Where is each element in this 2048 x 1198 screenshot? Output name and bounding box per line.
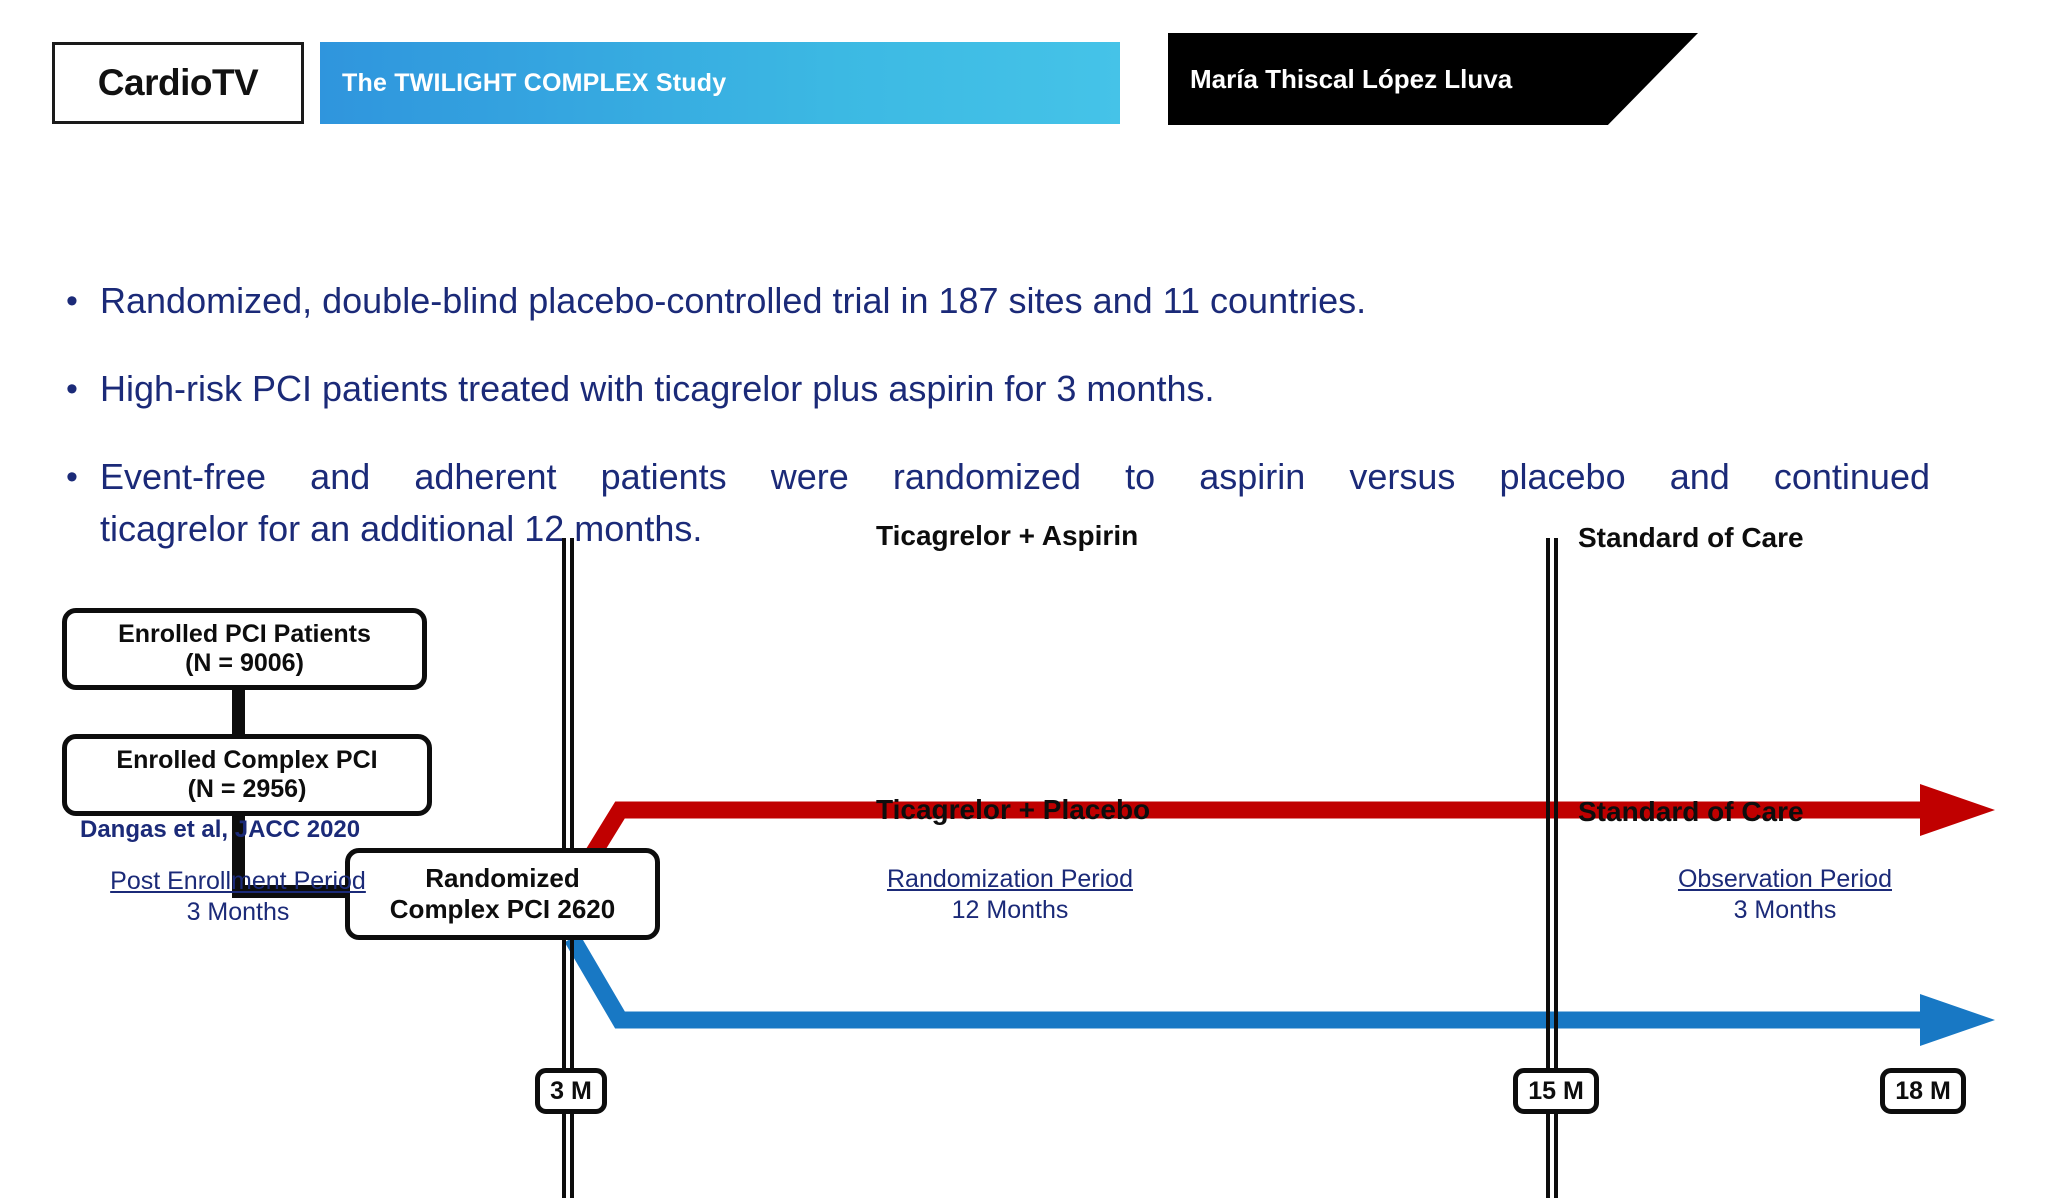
bullet-marker-icon: • [66, 282, 78, 320]
label-ticagrelor-placebo: Ticagrelor + Placebo [876, 794, 1151, 825]
bullet-text-3-line-2: ticagrelor for an additional 12 months. [100, 508, 703, 549]
connector-horizontal-to-randomized [232, 885, 360, 898]
box-enrolled-pci-patients: Enrolled PCI Patients (N = 9006) [62, 608, 427, 690]
slide-header: CardioTV The TWILIGHT COMPLEX Study Marí… [0, 0, 2048, 160]
period-observation-duration: 3 Months [1733, 895, 1837, 924]
study-title-banner: The TWILIGHT COMPLEX Study [320, 42, 1120, 124]
bullet-item-1: • Randomized, double-blind placebo-contr… [58, 275, 1988, 327]
bullet-item-3: • Event-free and adherent patients were … [58, 451, 1988, 555]
connector-enrolled-to-complex [232, 686, 245, 738]
box-randomized-complex-pci: Randomized Complex PCI 2620 [345, 848, 660, 940]
label-standard-of-care-top: Standard of Care [1578, 522, 1804, 553]
timeline-rule-15m [1546, 538, 1558, 1198]
bullet-text-1: Randomized, double-blind placebo-control… [100, 280, 1367, 321]
period-randomization-duration: 12 Months [951, 895, 1069, 924]
author-name-label: María Thiscal López Lluva [1190, 63, 1513, 94]
label-standard-of-care-bottom: Standard of Care [1578, 796, 1804, 827]
period-observation-name: Observation Period [1677, 865, 1892, 893]
box-enrolled-complex-pci: Enrolled Complex PCI (N = 2956) [62, 734, 432, 816]
ticagrelor-placebo-arrowhead [1920, 994, 1995, 1046]
bullet-marker-icon: • [66, 458, 78, 496]
period-post-enrollment: Post Enrollment Period 3 Months [48, 866, 428, 927]
author-banner: María Thiscal López Lluva [1168, 33, 1698, 125]
period-observation: Observation Period 3 Months [1620, 864, 1950, 925]
bullet-item-2: • High-risk PCI patients treated with ti… [58, 363, 1988, 415]
connector-complex-to-randomized [232, 812, 245, 898]
trial-flow-diagram: Enrolled PCI Patients (N = 9006) Enrolle… [0, 520, 2048, 1198]
bullet-marker-icon: • [66, 370, 78, 408]
label-ticagrelor-aspirin: Ticagrelor + Aspirin [876, 520, 1139, 551]
ticagrelor-aspirin-arrowhead [1920, 784, 1995, 836]
milestone-18-months: 18 M [1880, 1068, 1966, 1114]
box-complex-line-1: Enrolled Complex PCI [116, 745, 378, 774]
bullet-list: • Randomized, double-blind placebo-contr… [58, 275, 1988, 591]
bullet-text-3-line-1: Event-free and adherent patients were ra… [100, 456, 1930, 497]
study-title-label: The TWILIGHT COMPLEX Study [342, 68, 727, 97]
cardiotv-logo: CardioTV [52, 42, 304, 124]
box-random-line-2: Complex PCI 2620 [389, 894, 616, 924]
box-complex-line-2: (N = 2956) [187, 775, 307, 803]
bullet-text-3: Event-free and adherent patients were ra… [100, 451, 1930, 555]
bullet-text-2: High-risk PCI patients treated with tica… [100, 368, 1215, 409]
period-post-enrollment-name: Post Enrollment Period [110, 867, 366, 895]
logo-label: CardioTV [97, 62, 259, 103]
period-post-enrollment-duration: 3 Months [186, 897, 290, 926]
box-enrolled-line-1: Enrolled PCI Patients [118, 619, 371, 648]
ticagrelor-placebo-line [564, 933, 1940, 1029]
citation-label: Dangas et al, JACC 2020 [80, 816, 361, 843]
period-randomization: Randomization Period 12 Months [830, 864, 1190, 925]
milestone-15-months: 15 M [1513, 1068, 1599, 1114]
period-randomization-name: Randomization Period [887, 865, 1133, 893]
box-random-line-1: Randomized [425, 863, 580, 894]
box-enrolled-line-2: (N = 9006) [185, 649, 304, 677]
milestone-3-months: 3 M [535, 1068, 607, 1114]
